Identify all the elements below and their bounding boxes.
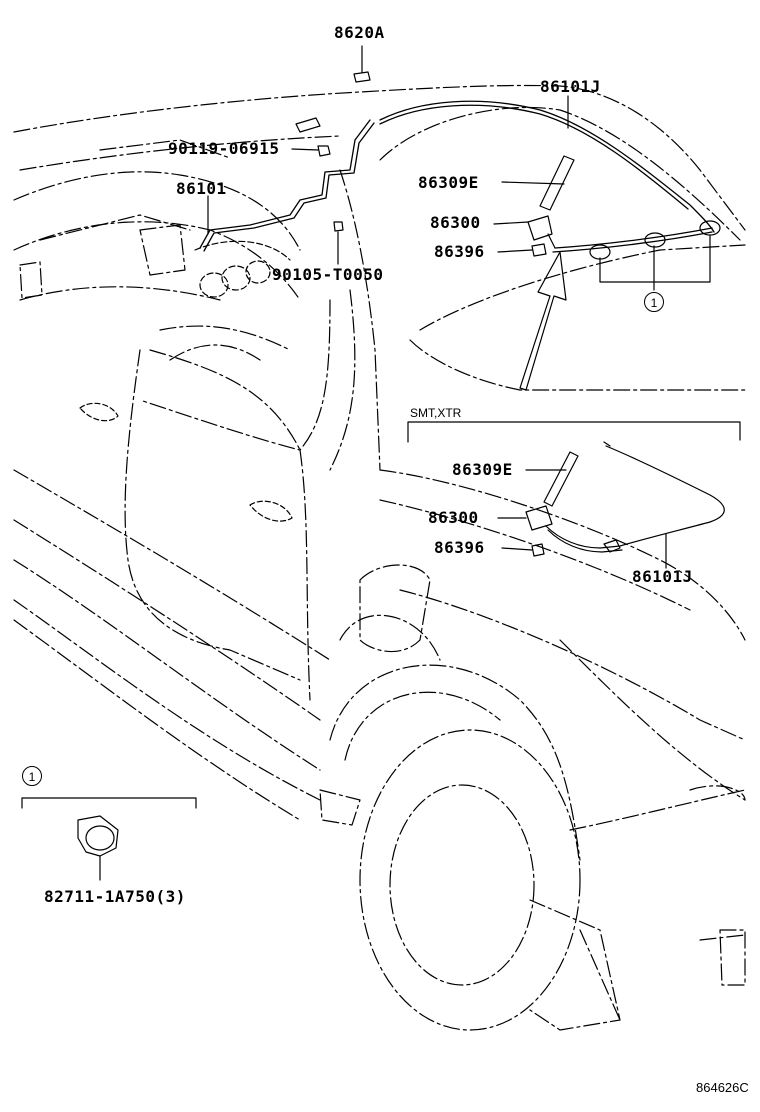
label-86101j-inset: 86101J (632, 567, 693, 586)
label-90119-06915: 90119-06915 (168, 139, 280, 158)
body-side-outline (13, 469, 361, 826)
rear-wheel (329, 664, 621, 1031)
diagram-code: 864626C (696, 1080, 749, 1095)
callout-1-marker-legend: 1 (22, 766, 42, 786)
bed-outline (339, 469, 746, 986)
indicator-arrow (519, 251, 567, 391)
antenna-cable-86101 (199, 119, 375, 252)
label-86309e-top: 86309E (418, 173, 479, 192)
label-86101: 86101 (176, 179, 227, 198)
label-86300-inset: 86300 (428, 508, 479, 527)
label-90105-t0050: 90105-T0050 (272, 265, 384, 284)
roof-outline (13, 84, 746, 391)
label-8620a: 8620A (334, 23, 385, 42)
inset-antenna (525, 441, 725, 557)
label-86101j-top: 86101J (540, 77, 601, 96)
callout-1-marker-top: 1 (644, 292, 664, 312)
label-86309e-inset: 86309E (452, 460, 513, 479)
label-86300-top: 86300 (430, 213, 481, 232)
leader-lines (99, 45, 667, 881)
label-86396-top: 86396 (434, 242, 485, 261)
fasteners (295, 71, 371, 232)
clip-82711 (21, 797, 197, 857)
door-handles (79, 402, 293, 522)
label-82711-1a750: 82711-1A750(3) (44, 887, 186, 906)
door-outline (124, 169, 381, 701)
label-86396-inset: 86396 (434, 538, 485, 557)
callout-1-lines (599, 235, 711, 291)
inset-bracket (407, 421, 741, 443)
dashboard-outline (13, 139, 301, 301)
cable-clips (589, 220, 721, 260)
variant-label: SMT,XTR (410, 406, 462, 420)
antenna-mast-top (527, 155, 575, 257)
antenna-cable-86101j (379, 100, 715, 253)
